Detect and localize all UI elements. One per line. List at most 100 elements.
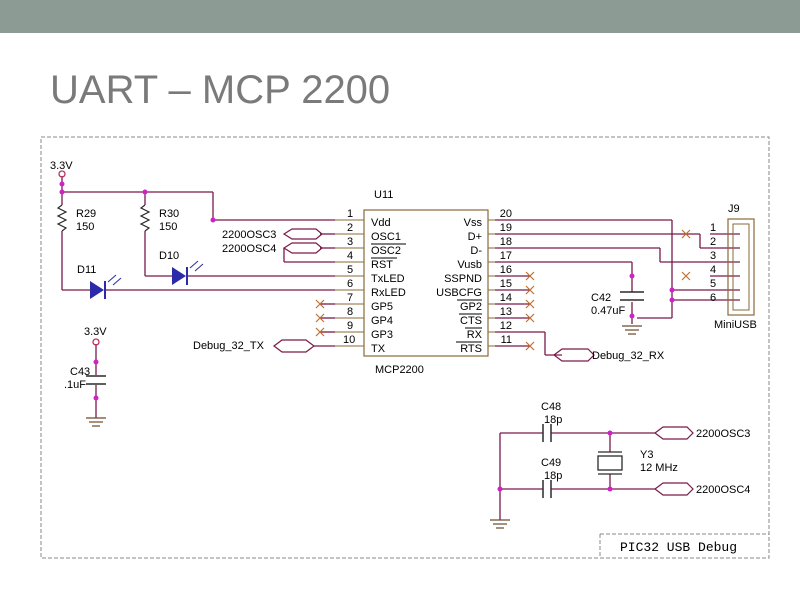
pin-name: GP2	[460, 301, 482, 313]
osc-connectors-left	[282, 228, 323, 254]
c49-ref: C49	[541, 457, 561, 469]
pin-number: 10	[343, 334, 355, 346]
pin-name: GP5	[371, 301, 393, 313]
debug-tx-connector-icon	[273, 339, 315, 353]
pin-number: 20	[500, 208, 512, 220]
ground-c43-icon	[86, 417, 106, 427]
pin-number: 4	[347, 250, 353, 262]
c43-ref: C43	[70, 366, 90, 378]
pin-number: 11	[501, 334, 512, 346]
pin-name: Vusb	[457, 259, 482, 271]
debug-rx-connector-icon	[553, 348, 595, 362]
pin-name: D-	[470, 245, 482, 257]
capacitor-c43-icon	[86, 375, 106, 385]
j9-ref: J9	[728, 203, 740, 215]
pin-number: 16	[500, 264, 512, 276]
c49-value: 18p	[544, 470, 562, 482]
y3-value: 12 MHz	[640, 462, 678, 474]
capacitor-c49-icon	[542, 480, 552, 498]
pin-number: 5	[347, 264, 353, 276]
osc4-out-label: 2200OSC4	[696, 484, 750, 496]
r30-value: 150	[159, 221, 177, 233]
ic-u11-body	[363, 209, 489, 357]
c42-value: 0.47uF	[591, 305, 626, 317]
pin-number: 9	[347, 320, 353, 332]
supply-top-label: 3.3V	[50, 160, 73, 172]
pin-number: 5	[710, 278, 716, 290]
pin-number: 2	[710, 236, 716, 248]
junction-nodes	[59, 181, 675, 492]
supply-cap-label: 3.3V	[84, 326, 107, 338]
active-low-overbars	[371, 243, 482, 343]
y3-ref: Y3	[640, 449, 653, 461]
pin-number: 1	[347, 208, 353, 220]
frame-title: PIC32 USB Debug	[620, 540, 737, 555]
pin-number: 4	[710, 264, 716, 276]
supply-3v3-top-icon	[58, 170, 66, 178]
c42-ref: C42	[591, 292, 611, 304]
pin-name: D+	[468, 231, 482, 243]
ic-left-pins: 1 2 3 4 5 6 7 8 9 10 Vdd OSC1 OSC2 RST T…	[343, 208, 406, 355]
pin-name: USBCFG	[436, 287, 482, 299]
ic-ref: U11	[374, 189, 393, 201]
slide-title: UART – MCP 2200	[50, 68, 391, 112]
led-d11-icon	[90, 274, 122, 299]
r29-value: 150	[76, 221, 94, 233]
wires	[61, 176, 740, 520]
capacitor-c42-icon	[620, 291, 644, 301]
pin-name: RST	[371, 259, 393, 271]
pin-number: 19	[500, 222, 512, 234]
ic-pin-stubs	[335, 219, 495, 347]
osc3-out-label: 2200OSC3	[696, 428, 750, 440]
pin-name: GP4	[371, 315, 393, 327]
pin-number: 12	[500, 320, 512, 332]
ic-name: MCP2200	[375, 364, 424, 376]
j9-pin-numbers: 1 2 3 4 5 6	[710, 222, 716, 304]
ground-crystal-icon	[490, 519, 510, 529]
pin-number: 3	[347, 236, 353, 248]
osc4-in-label: 2200OSC4	[222, 243, 276, 255]
debug-rx-label: Debug_32_RX	[592, 350, 665, 362]
c43-value: .1uF	[64, 379, 86, 391]
crystal-y3-icon	[597, 451, 623, 475]
pin-number: 2	[347, 222, 353, 234]
pin-name: Vss	[464, 217, 483, 229]
debug-tx-label: Debug_32_TX	[193, 340, 265, 352]
no-connect-markers	[315, 229, 691, 351]
d10-ref: D10	[159, 250, 179, 262]
resistor-r29-icon	[56, 204, 68, 232]
j9-name: MiniUSB	[714, 319, 757, 331]
pin-number: 1	[710, 222, 716, 234]
capacitor-c48-icon	[542, 424, 552, 442]
r29-ref: R29	[76, 208, 96, 220]
supply-3v3-cap-icon	[92, 338, 100, 346]
osc3-in-label: 2200OSC3	[222, 229, 276, 241]
pin-number: 17	[500, 250, 512, 262]
pin-number: 18	[500, 236, 512, 248]
ic-right-pins: 20 19 18 17 16 15 14 13 12 11 Vss D+ D- …	[436, 208, 512, 355]
ground-c42-icon	[622, 325, 642, 335]
pin-number: 7	[347, 292, 353, 304]
c48-ref: C48	[541, 401, 561, 413]
d11-ref: D11	[77, 264, 96, 276]
c48-value: 18p	[544, 414, 562, 426]
r30-ref: R30	[159, 208, 179, 220]
pin-number: 14	[500, 292, 512, 304]
pin-name: OSC2	[371, 245, 401, 257]
connector-j9-body	[727, 218, 755, 316]
pin-number: 3	[710, 250, 716, 262]
resistor-r30-icon	[139, 204, 151, 232]
pin-name: SSPND	[444, 273, 482, 285]
pin-number: 6	[710, 292, 716, 304]
pin-name: Vdd	[371, 217, 391, 229]
pin-number: 13	[500, 306, 512, 318]
pin-name: RTS	[460, 343, 482, 355]
pin-number: 6	[347, 278, 353, 290]
connector-j9-inner	[732, 223, 750, 311]
osc-connectors-right	[654, 426, 694, 496]
title-bar	[0, 0, 800, 33]
pin-name: GP3	[371, 329, 393, 341]
schematic-frame	[40, 136, 770, 559]
pin-name: RxLED	[371, 287, 406, 299]
